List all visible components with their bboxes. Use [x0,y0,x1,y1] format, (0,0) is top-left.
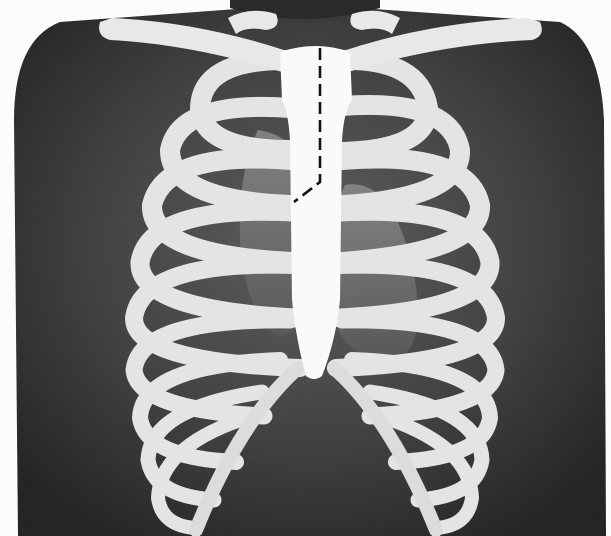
page [0,0,611,536]
chest-illustration [0,0,611,536]
chest-figure [0,0,611,536]
